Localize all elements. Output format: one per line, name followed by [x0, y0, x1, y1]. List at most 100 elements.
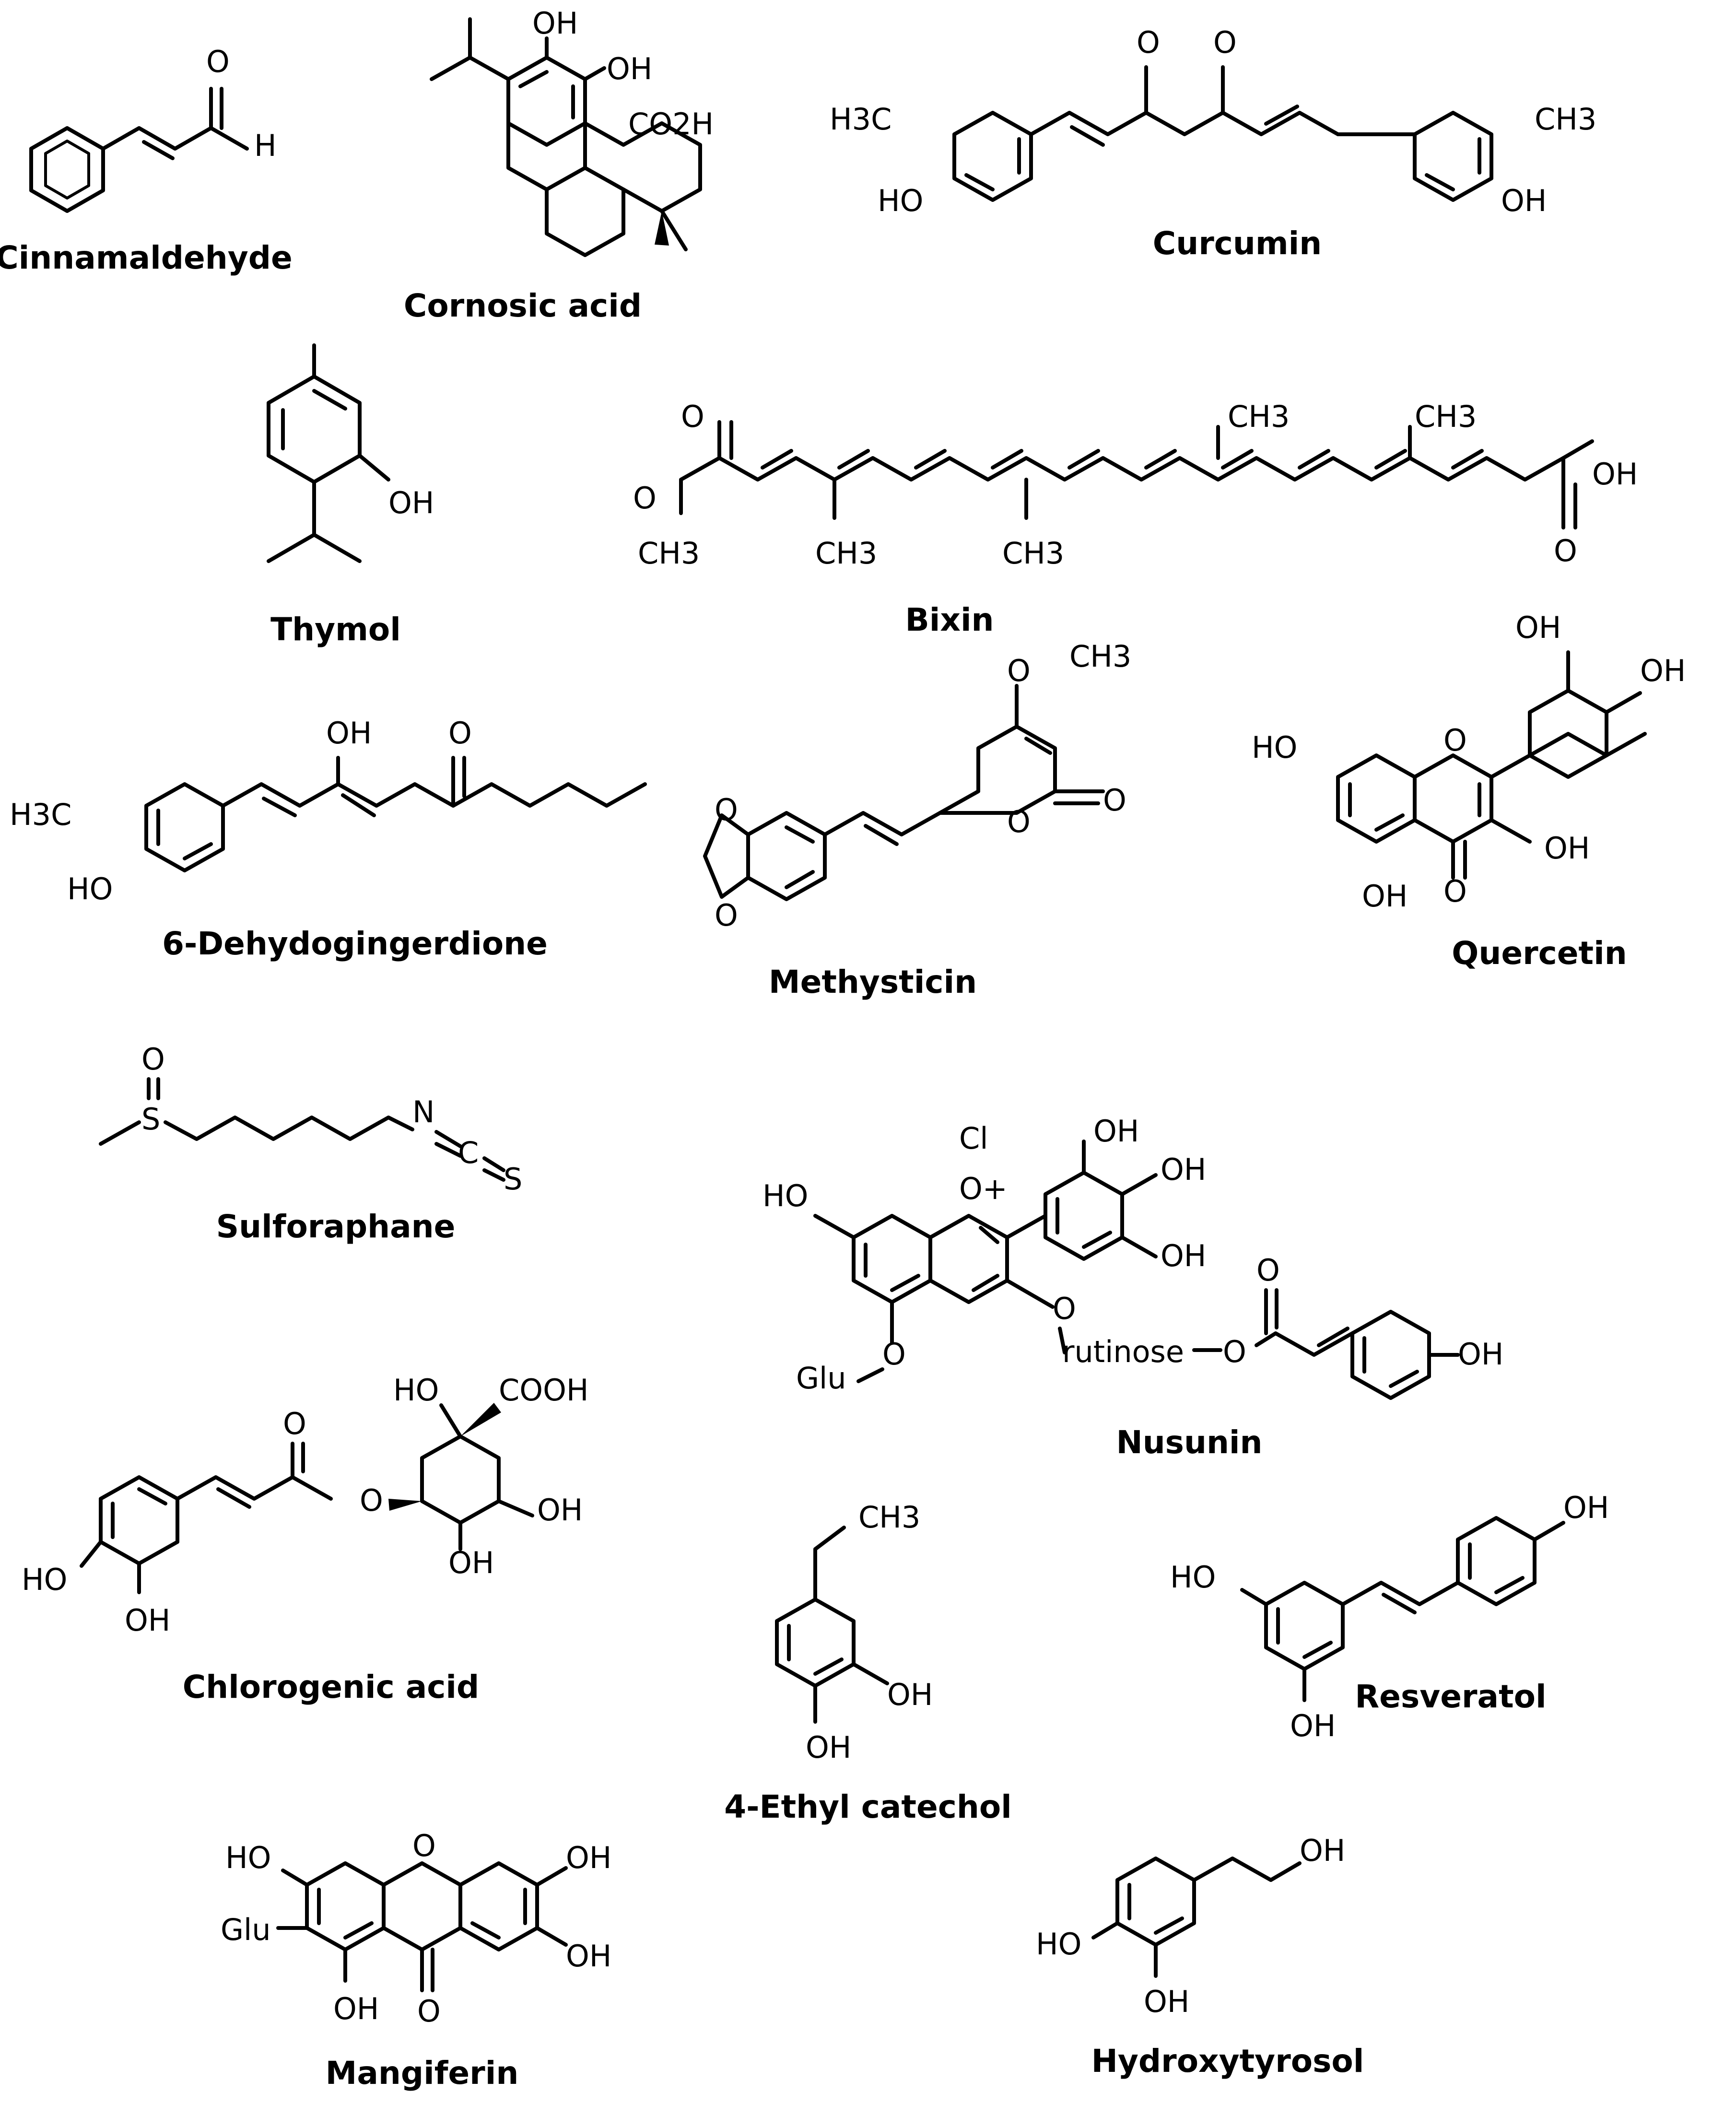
structure-quercetin: OH OH HO O OH O OH Quercetin: [1252, 610, 1686, 972]
atom-oh: OH: [326, 716, 372, 751]
atom-o-ring: O: [1443, 723, 1467, 758]
atom-oh: OH: [1300, 1833, 1345, 1868]
atom-o: O: [1256, 1253, 1280, 1288]
atom-ch3: CH3: [1415, 399, 1477, 434]
atom-glu: Glu: [796, 1361, 846, 1396]
atom-ho: HO: [67, 871, 113, 906]
compound-name-quercetin: Quercetin: [1452, 935, 1627, 972]
structure-nusunin: OH OH OH Cl O+ HO O Glu O rutinose O O O…: [762, 1114, 1503, 1461]
atom-oh: OH: [1515, 610, 1561, 645]
atom-o: O: [1223, 1334, 1246, 1369]
atom-oh: OH: [806, 1730, 851, 1765]
atom-o: O: [360, 1483, 383, 1518]
atom-o: O: [715, 898, 738, 933]
atom-o: O: [283, 1406, 306, 1441]
atom-s: S: [141, 1102, 160, 1137]
atom-oh-1: OH: [532, 6, 578, 41]
compound-name-hydroxytyrosol: Hydroxytyrosol: [1091, 2043, 1364, 2080]
atom-oh: OH: [333, 1991, 379, 2026]
atom-o: O: [1007, 653, 1031, 688]
atom-oh: OH: [1093, 1114, 1139, 1149]
compound-name-bixin: Bixin: [905, 601, 994, 638]
atom-ho: HO: [225, 1840, 271, 1875]
atom-h3c: H3C: [830, 102, 891, 137]
structure-resveratol: OH HO OH Resveratol: [1170, 1490, 1609, 1743]
atom-ch3: CH3: [858, 1500, 920, 1535]
compound-name-cornosic-acid: Cornosic acid: [404, 287, 642, 324]
atom-c: C: [458, 1135, 479, 1170]
atom-h3c: H3C: [10, 797, 71, 832]
structure-6-dehydogingerdione: OH O H3C HO 6-Dehydogingerdione: [10, 716, 647, 962]
atom-oh: OH: [566, 1840, 611, 1875]
compound-name-mangiferin: Mangiferin: [326, 2055, 519, 2092]
atom-oh: OH: [1563, 1490, 1609, 1525]
atom-s: S: [504, 1162, 522, 1197]
atom-o: O: [141, 1042, 165, 1077]
atom-o: O: [681, 399, 704, 434]
compound-name-methysticin: Methysticin: [769, 964, 977, 1000]
atom-ch3: CH3: [815, 536, 877, 571]
atom-o: O: [1103, 783, 1126, 818]
atom-co2h: CO2H: [628, 106, 714, 141]
atom-oh: OH: [1592, 457, 1638, 492]
atom-o: O: [1053, 1291, 1076, 1326]
atom-cooh: COOH: [499, 1373, 589, 1408]
atom-h: H: [254, 128, 277, 163]
structure-mangiferin: O HO Glu OH O OH OH Mangiferin: [221, 1828, 611, 2092]
structure-sulforaphane: O S N C S Sulforaphane: [99, 1042, 522, 1245]
atom-n: N: [412, 1094, 434, 1129]
atom-o-ester: O: [633, 481, 657, 516]
atom-ch3: CH3: [1535, 102, 1596, 137]
atom-oh: OH: [537, 1493, 583, 1528]
atom-oh: OH: [1640, 653, 1686, 688]
atom-o: O: [1137, 25, 1160, 60]
atom-ch3: CH3: [1069, 639, 1131, 674]
atom-ho: HO: [762, 1178, 808, 1213]
atom-o-ring: O: [1007, 804, 1031, 839]
structure-chlorogenic-acid: O O HO COOH OH OH HO OH Chlorogenic acid: [22, 1373, 589, 1705]
atom-oh: OH: [125, 1603, 170, 1638]
atom-o: O: [882, 1337, 906, 1372]
structure-4-ethyl-catechol: CH3 OH OH 4-Ethyl catechol: [724, 1500, 1012, 1825]
atom-oh: OH: [1362, 879, 1408, 914]
compound-name-thymol: Thymol: [270, 611, 401, 648]
atom-glu: Glu: [221, 1912, 271, 1947]
atom-ho: HO: [1036, 1927, 1081, 1962]
atom-o-plus: O+: [959, 1171, 1008, 1206]
atom-oh: OH: [566, 1939, 611, 1974]
atom-oh: OH: [1501, 183, 1547, 218]
atom-o: O: [1213, 25, 1237, 60]
atom-ch3: CH3: [1228, 399, 1290, 434]
atom-o: O: [448, 716, 472, 751]
atom-oh: OH: [1161, 1238, 1206, 1273]
atom-o: O: [715, 792, 738, 827]
structure-curcumin: O O H3C HO CH3 OH Curcumin: [830, 25, 1596, 262]
atom-ch3: CH3: [638, 536, 700, 571]
compound-name-cinnamaldehyde: Cinnamaldehyde: [0, 239, 293, 276]
compound-name-nusunin: Nusunin: [1116, 1424, 1262, 1461]
compound-name-4-ethyl-catechol: 4-Ethyl catechol: [724, 1788, 1012, 1825]
atom-ho: HO: [878, 183, 923, 218]
atom-o-ring: O: [412, 1828, 436, 1863]
atom-rutinose: rutinose: [1062, 1334, 1184, 1369]
atom-o: O: [1554, 533, 1577, 568]
atom-o: O: [1443, 874, 1467, 909]
structure-bixin: O O CH3 CH3 CH3 CH3 CH3 OH O Bixin: [633, 399, 1638, 638]
compound-name-sulforaphane: Sulforaphane: [216, 1208, 456, 1245]
atom-o: O: [206, 44, 230, 79]
atom-oh: OH: [1458, 1337, 1503, 1372]
atom-cl: Cl: [959, 1121, 988, 1156]
compound-name-resveratol: Resveratol: [1355, 1678, 1546, 1715]
atom-oh: OH: [1290, 1708, 1336, 1743]
atom-oh: OH: [1544, 831, 1590, 866]
atom-oh: OH: [388, 485, 434, 520]
structure-cornosic-acid: OH OH CO2H Cornosic acid: [404, 6, 714, 324]
atom-oh-2: OH: [607, 51, 652, 86]
atom-ho: HO: [393, 1373, 439, 1408]
atom-ho: HO: [1252, 730, 1297, 765]
atom-ch3: CH3: [1002, 536, 1064, 571]
atom-oh: OH: [1161, 1152, 1206, 1187]
atom-ho: HO: [1170, 1560, 1216, 1595]
